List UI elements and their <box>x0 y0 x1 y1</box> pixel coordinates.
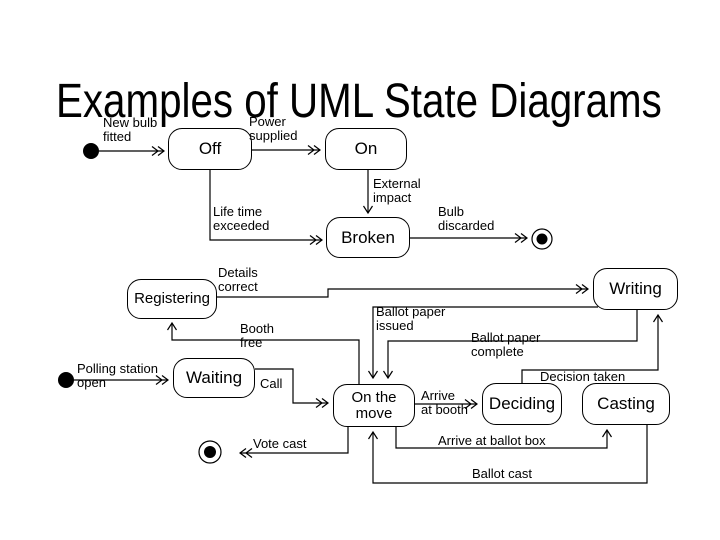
transition-label-arrive-at-ballot-box: Arrive at ballot box <box>438 433 546 448</box>
transition-label-new-bulb-fitted: New bulb fitted <box>103 115 158 144</box>
slide-title: Examples of UML State Diagrams <box>56 75 662 129</box>
transition-line-call <box>255 368 329 408</box>
transition-line-ballot-paper-complete <box>382 310 638 380</box>
transition-line-decision-taken <box>521 313 664 383</box>
transition-line-ballot-paper-issued <box>367 306 598 380</box>
transition-line-life-time-exceeded <box>209 170 323 245</box>
transition-label-ballot-paper-issued: Ballot paper issued <box>376 304 446 333</box>
state-casting: Casting <box>582 383 670 425</box>
state-registering: Registering <box>127 279 217 319</box>
final-state-lamp-inner <box>536 233 548 245</box>
transition-label-life-time-exceeded: Life time exceeded <box>213 204 270 233</box>
transition-label-call: Call <box>260 376 283 391</box>
state-on: On <box>325 128 407 170</box>
final-state-lamp-outer <box>531 228 553 250</box>
transition-line-booth-free <box>166 321 360 384</box>
transition-line-vote-cast <box>239 427 349 458</box>
transition-line-arrive-at-ballot-box <box>395 427 613 449</box>
initial-state-voting <box>58 372 74 388</box>
transition-label-bulb-discarded: Bulb discarded <box>438 204 495 233</box>
transition-line-details-correct <box>217 284 589 298</box>
transition-label-polling-station-open: Polling station open <box>77 361 158 390</box>
state-on-the-move: On the move <box>333 384 415 427</box>
initial-state-lamp <box>83 143 99 159</box>
transition-label-power-supplied: Power supplied <box>249 114 298 143</box>
transition-label-decision-taken: Decision taken <box>540 369 626 384</box>
transition-label-vote-cast: Vote cast <box>253 436 307 451</box>
state-deciding: Deciding <box>482 383 562 425</box>
state-writing: Writing <box>593 268 678 310</box>
transition-label-arrive-at-booth: Arrive at booth <box>421 388 468 417</box>
state-broken: Broken <box>326 217 410 258</box>
transition-label-details-correct: Details correct <box>218 265 258 294</box>
transition-label-ballot-paper-complete: Ballot paper complete <box>471 330 541 359</box>
state-off: Off <box>168 128 252 170</box>
transition-label-ballot-cast: Ballot cast <box>472 466 532 481</box>
transition-line-ballot-cast <box>367 425 648 484</box>
transition-label-booth-free: Booth free <box>240 321 274 350</box>
final-state-voting-outer <box>198 440 222 464</box>
final-state-voting-inner <box>204 446 216 458</box>
state-waiting: Waiting <box>173 358 255 398</box>
transition-label-external-impact: External impact <box>373 176 421 205</box>
